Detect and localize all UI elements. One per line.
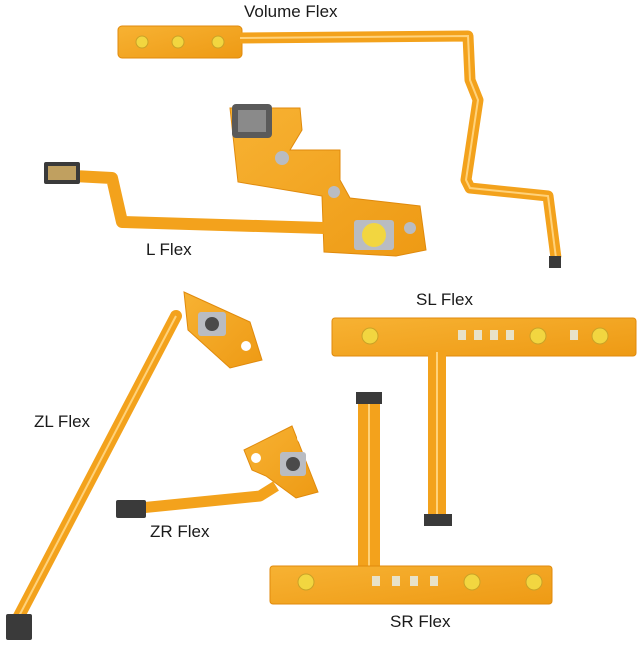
sr-flex-cable: [269, 392, 553, 605]
zl-flex-label: ZL Flex: [34, 412, 91, 431]
zl-flex-cable: [6, 291, 263, 640]
l-flex-cable: [44, 104, 427, 257]
sl-flex-label: SL Flex: [416, 290, 474, 309]
zr-flex-cable: [116, 425, 319, 518]
sl-flex-cable: [331, 317, 637, 526]
volume-flex-label: Volume Flex: [244, 2, 338, 21]
volume-flex-cable: [117, 25, 562, 268]
sr-flex-label: SR Flex: [390, 612, 451, 631]
l-flex-label: L Flex: [146, 240, 192, 259]
zr-flex-label: ZR Flex: [150, 522, 210, 541]
